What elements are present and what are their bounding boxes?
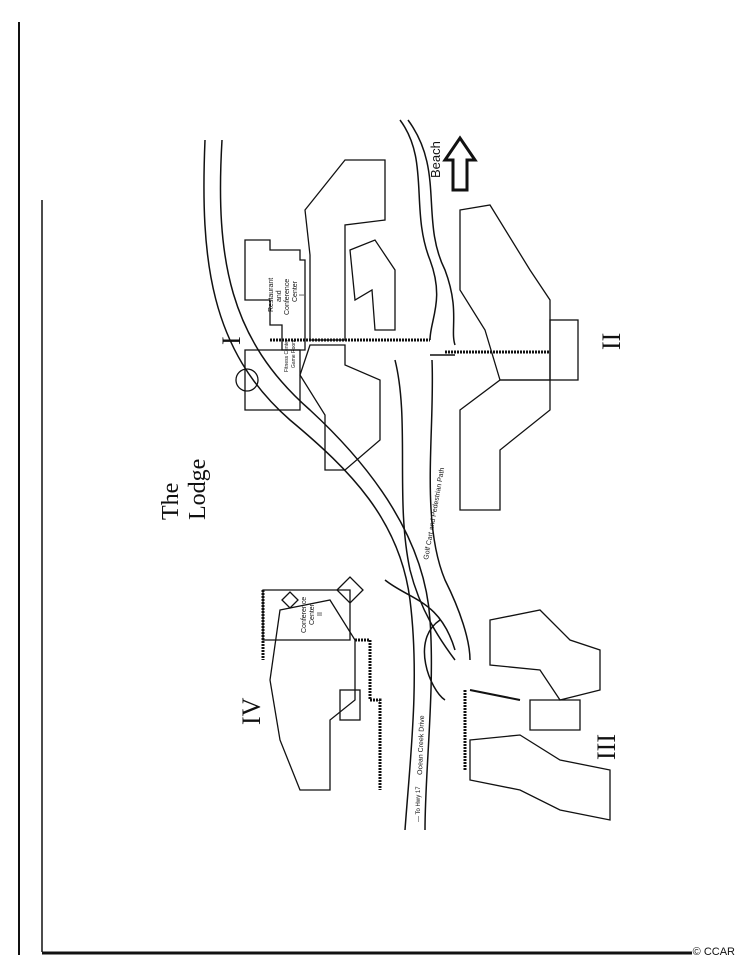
svg-text:II: II: [317, 612, 324, 616]
conference-center-ii-label: Conference Center II: [301, 597, 324, 633]
svg-text:I: I: [299, 294, 306, 296]
svg-text:Restaurant: Restaurant: [268, 278, 275, 312]
svg-text:Center: Center: [309, 603, 316, 625]
section-i-buildings: [235, 159, 430, 471]
section-label-ii: II: [597, 333, 626, 350]
copyright-notice: © CCAR: [692, 946, 735, 958]
svg-text:Conference: Conference: [301, 597, 308, 633]
svg-text:Game Room: Game Room: [291, 340, 297, 368]
to-hwy-17-label: — To Hwy 17: [416, 786, 422, 822]
section-iii-buildings: [463, 609, 611, 821]
beach-arrow-icon: [442, 135, 478, 192]
section-iv-buildings: [261, 576, 382, 791]
fitness-center-label: Fitness Center Game Room: [284, 339, 297, 372]
title-the: The: [158, 483, 184, 520]
svg-text:and: and: [276, 290, 283, 302]
title-lodge: Lodge: [185, 459, 211, 520]
restaurant-conference-center-label: Restaurant and Conference Center I: [268, 278, 306, 315]
section-ii-buildings: [445, 204, 579, 511]
beach-label: Beach: [428, 141, 443, 178]
svg-text:Conference: Conference: [284, 279, 291, 315]
section-label-i: I: [217, 336, 246, 345]
section-label-iv: IV: [237, 697, 266, 725]
section-label-iii: III: [592, 734, 621, 760]
roads: [203, 119, 471, 831]
ocean-creek-drive-label: Ocean Creek Drive: [417, 715, 426, 775]
svg-text:Fitness Center: Fitness Center: [284, 339, 290, 372]
svg-text:Center: Center: [292, 280, 299, 302]
